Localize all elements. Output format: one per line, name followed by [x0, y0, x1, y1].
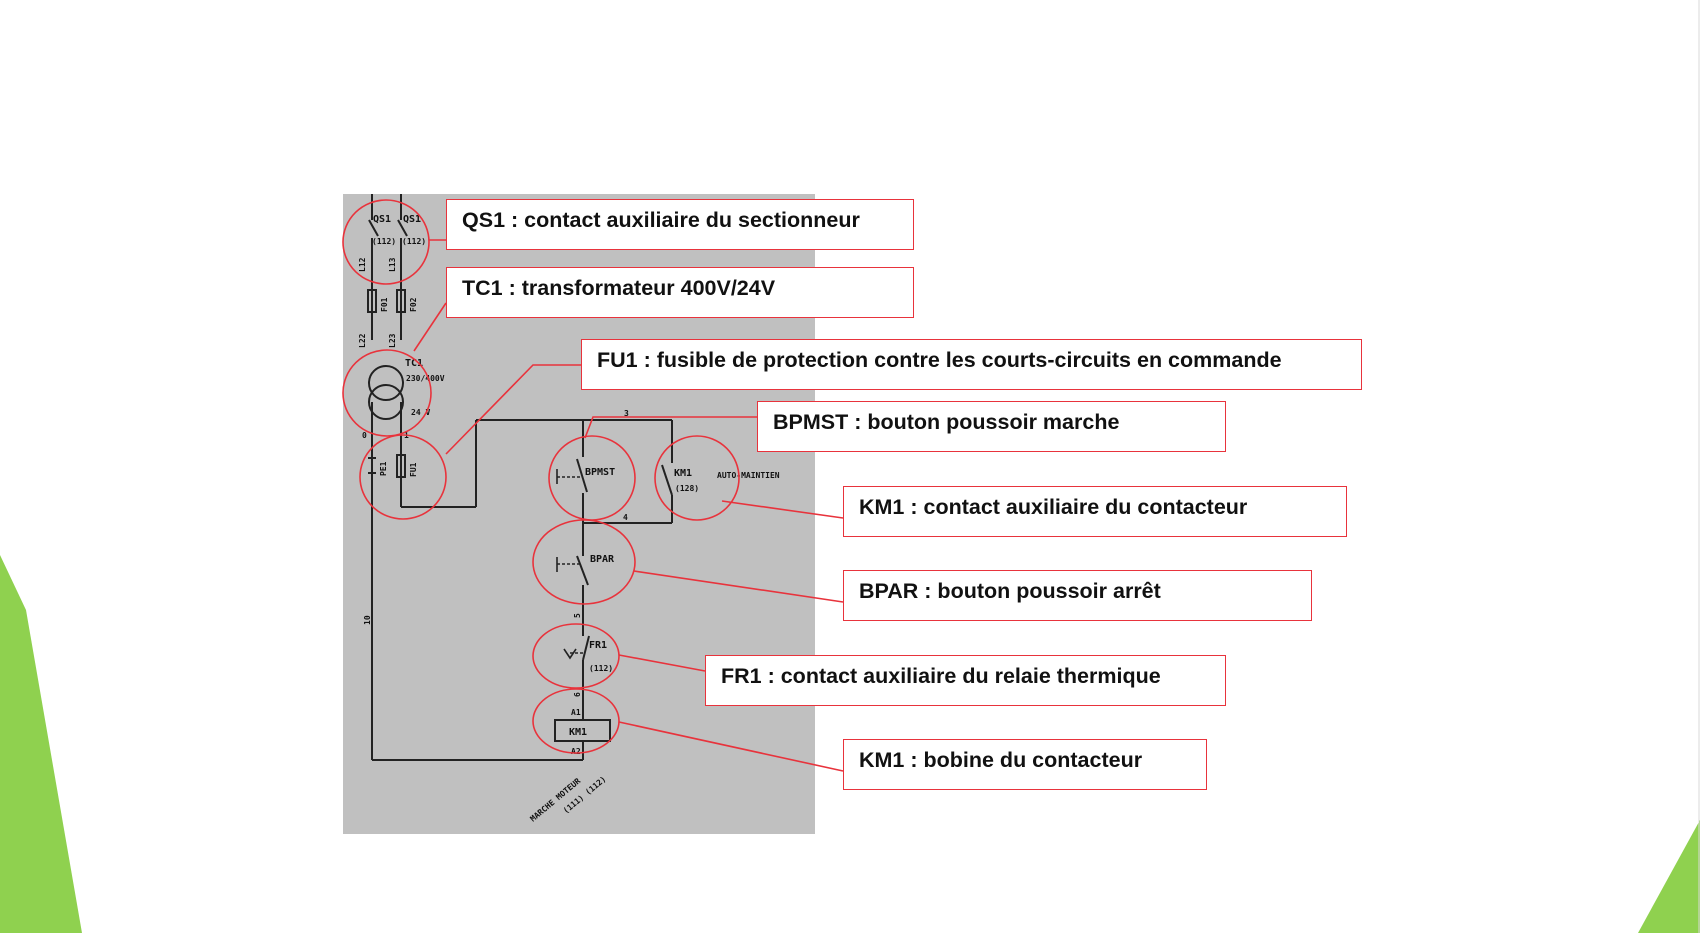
highlight-bpmst	[548, 435, 636, 521]
schem-km1-coil: KM1	[569, 727, 587, 738]
callout-bpmst: BPMST : bouton poussoir marche	[757, 401, 1226, 452]
schem-wire-6: 6	[573, 692, 582, 697]
schem-fr1: FR1	[589, 640, 607, 651]
highlight-km1-coil	[532, 688, 620, 754]
schem-km1-contact-ref: (128)	[675, 484, 699, 493]
callout-fu1: FU1 : fusible de protection contre les c…	[581, 339, 1362, 390]
highlight-fu1	[359, 434, 447, 520]
schem-fr1-ref: (112)	[589, 664, 613, 673]
callout-fr1: FR1 : contact auxiliaire du relaie therm…	[705, 655, 1226, 706]
schem-qs1-ref-left: (112)	[372, 237, 396, 246]
schem-coil-a1: A1	[571, 708, 581, 717]
schem-fu1-ref: FU1	[409, 462, 418, 477]
schem-caption-refs: (111) (112)	[562, 775, 608, 816]
schem-bpar: BPAR	[590, 554, 615, 565]
schem-wire-l12: L12	[358, 257, 367, 272]
schem-wire-10: 10	[363, 615, 372, 625]
schem-wire-l23: L23	[388, 333, 397, 348]
schem-coil-a2: A2	[571, 747, 581, 756]
schem-bpmst: BPMST	[585, 467, 615, 478]
schem-qs1-ref-right: (112)	[402, 237, 426, 246]
right-accent-shape	[1638, 820, 1700, 933]
callout-bpar: BPAR : bouton poussoir arrêt	[843, 570, 1312, 621]
schem-fuse-f02: F02	[409, 297, 418, 312]
schem-km1-contact: KM1	[674, 468, 692, 479]
schem-tc1-primary: 230/400V	[406, 374, 445, 383]
highlight-tc1	[342, 349, 432, 437]
callout-tc1: TC1 : transformateur 400V/24V	[446, 267, 914, 318]
schem-wire-4: 4	[623, 513, 628, 522]
highlight-bpar	[532, 519, 636, 605]
schem-tc1-secondary: 24 V	[411, 408, 430, 417]
schem-qs1-left: QS1	[373, 214, 391, 225]
schem-pe-ref: PE1	[379, 461, 388, 476]
schem-qs1-right: QS1	[403, 214, 421, 225]
schem-fuse-f01: F01	[380, 297, 389, 312]
schem-wire-3: 3	[624, 409, 629, 418]
callout-qs1: QS1 : contact auxiliaire du sectionneur	[446, 199, 914, 250]
schem-wire-l22: L22	[358, 333, 367, 348]
callout-km1-contact: KM1 : contact auxiliaire du contacteur	[843, 486, 1347, 537]
schem-tc1: TC1	[405, 358, 423, 369]
schem-auto-maintien: AUTO-MAINTIEN	[717, 471, 780, 480]
highlight-km1-contact	[654, 435, 740, 521]
schem-wire-5: 5	[573, 613, 582, 618]
highlight-qs1	[342, 199, 430, 285]
left-accent-shape	[0, 555, 82, 933]
callout-km1-coil: KM1 : bobine du contacteur	[843, 739, 1207, 790]
schem-wire-l13: L13	[388, 257, 397, 272]
highlight-fr1	[532, 623, 620, 689]
schem-terminal-0: 0	[362, 431, 367, 440]
